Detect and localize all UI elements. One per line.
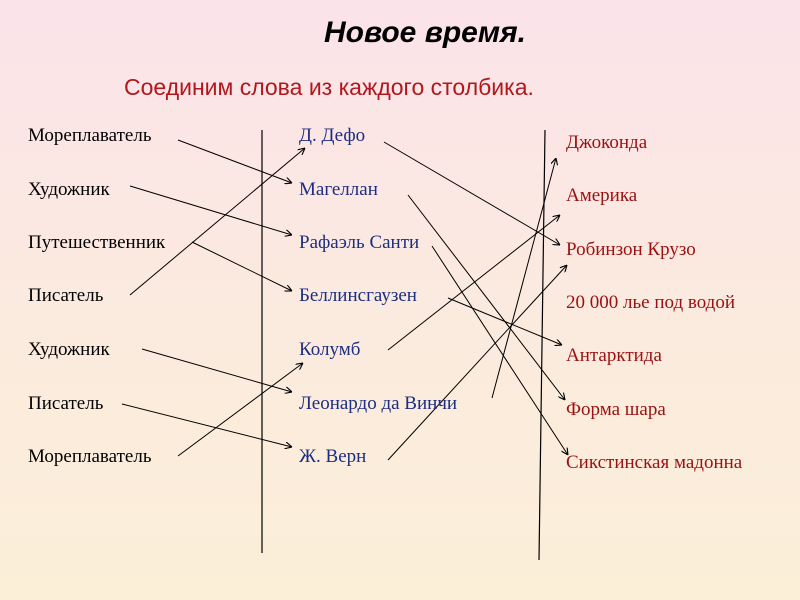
work-antarctica: Антарктида	[566, 345, 662, 366]
work-gioconda: Джоконда	[566, 132, 648, 153]
work-earth-shape: Форма шара	[566, 399, 666, 420]
link-columbus-america	[387, 215, 560, 351]
link-artist1-raphael	[129, 185, 292, 235]
link-writer1-defoe	[129, 148, 305, 296]
link-verne-20000-leagues	[387, 265, 567, 461]
profession-writer-2: Писатель	[28, 393, 104, 414]
profession-sailor-1: Мореплаватель	[28, 125, 152, 146]
person-leonardo: Леонардо да Винчи	[299, 393, 458, 414]
column-divider-2	[538, 129, 546, 561]
person-raphael: Рафаэль Санти	[299, 232, 420, 253]
link-artist2-leonardo	[141, 348, 292, 392]
link-sailor2-columbus	[177, 363, 303, 457]
link-writer2-verne	[121, 403, 292, 447]
profession-traveller: Путешественник	[28, 232, 166, 253]
link-magellan-earth-shape	[407, 194, 565, 400]
work-america: Америка	[566, 185, 638, 206]
link-bellingshausen-antarctica	[447, 297, 562, 345]
work-robinson-crusoe: Робинзон Крузо	[566, 239, 696, 260]
person-verne: Ж. Верн	[299, 446, 367, 467]
profession-sailor-2: Мореплаватель	[28, 446, 152, 467]
instruction-text: Соединим слова из каждого столбика.	[124, 74, 534, 100]
link-sailor1-magellan	[177, 139, 292, 183]
person-defoe: Д. Дефо	[299, 125, 366, 146]
link-defoe-robinson	[383, 141, 560, 245]
person-columbus: Колумб	[299, 339, 361, 360]
slide-title: Новое время.	[323, 16, 527, 49]
person-bellingshausen: Беллинсгаузен	[299, 285, 417, 306]
person-magellan: Магеллан	[299, 179, 378, 200]
profession-writer-1: Писатель	[28, 285, 104, 306]
profession-artist-2: Художник	[28, 339, 110, 360]
work-20000-leagues: 20 000 лье под водой	[566, 292, 735, 313]
link-traveller-bellingshausen	[191, 241, 292, 291]
work-sistine-madonna: Сикстинская мадонна	[566, 452, 743, 473]
link-leonardo-gioconda	[491, 158, 556, 399]
link-raphael-sistine	[431, 245, 568, 455]
profession-artist-1: Художник	[28, 179, 110, 200]
